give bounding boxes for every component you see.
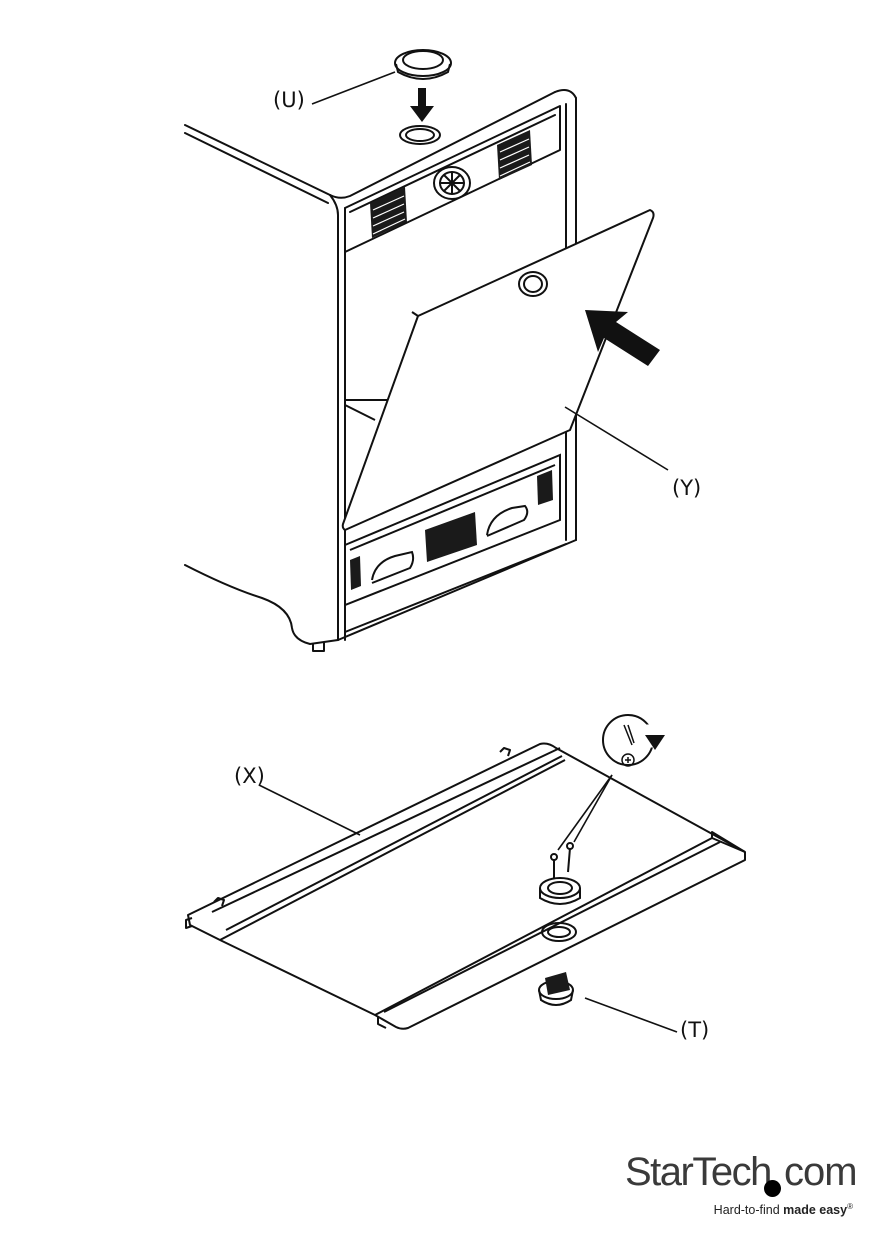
logo-wordmark: StarTech [625,1150,771,1195]
callout-label-x: (X) [234,764,265,788]
trademark-symbol: ® [847,1202,853,1211]
shelf-illustration [0,680,893,1080]
tagline-bold: made easy [783,1203,847,1217]
logo-domain-suffix: com [784,1150,857,1195]
logo-dot-icon [764,1180,781,1197]
callout-label-t: (T) [680,1018,709,1042]
callout-label-u: (U) [273,88,305,112]
cabinet-illustration [0,0,893,680]
brand-logo: StarTech com Hard-to-find made easy® [625,1150,855,1222]
tagline-regular: Hard-to-find [714,1203,783,1217]
callout-label-y: (Y) [672,476,701,500]
logo-tagline: Hard-to-find made easy® [714,1202,853,1217]
